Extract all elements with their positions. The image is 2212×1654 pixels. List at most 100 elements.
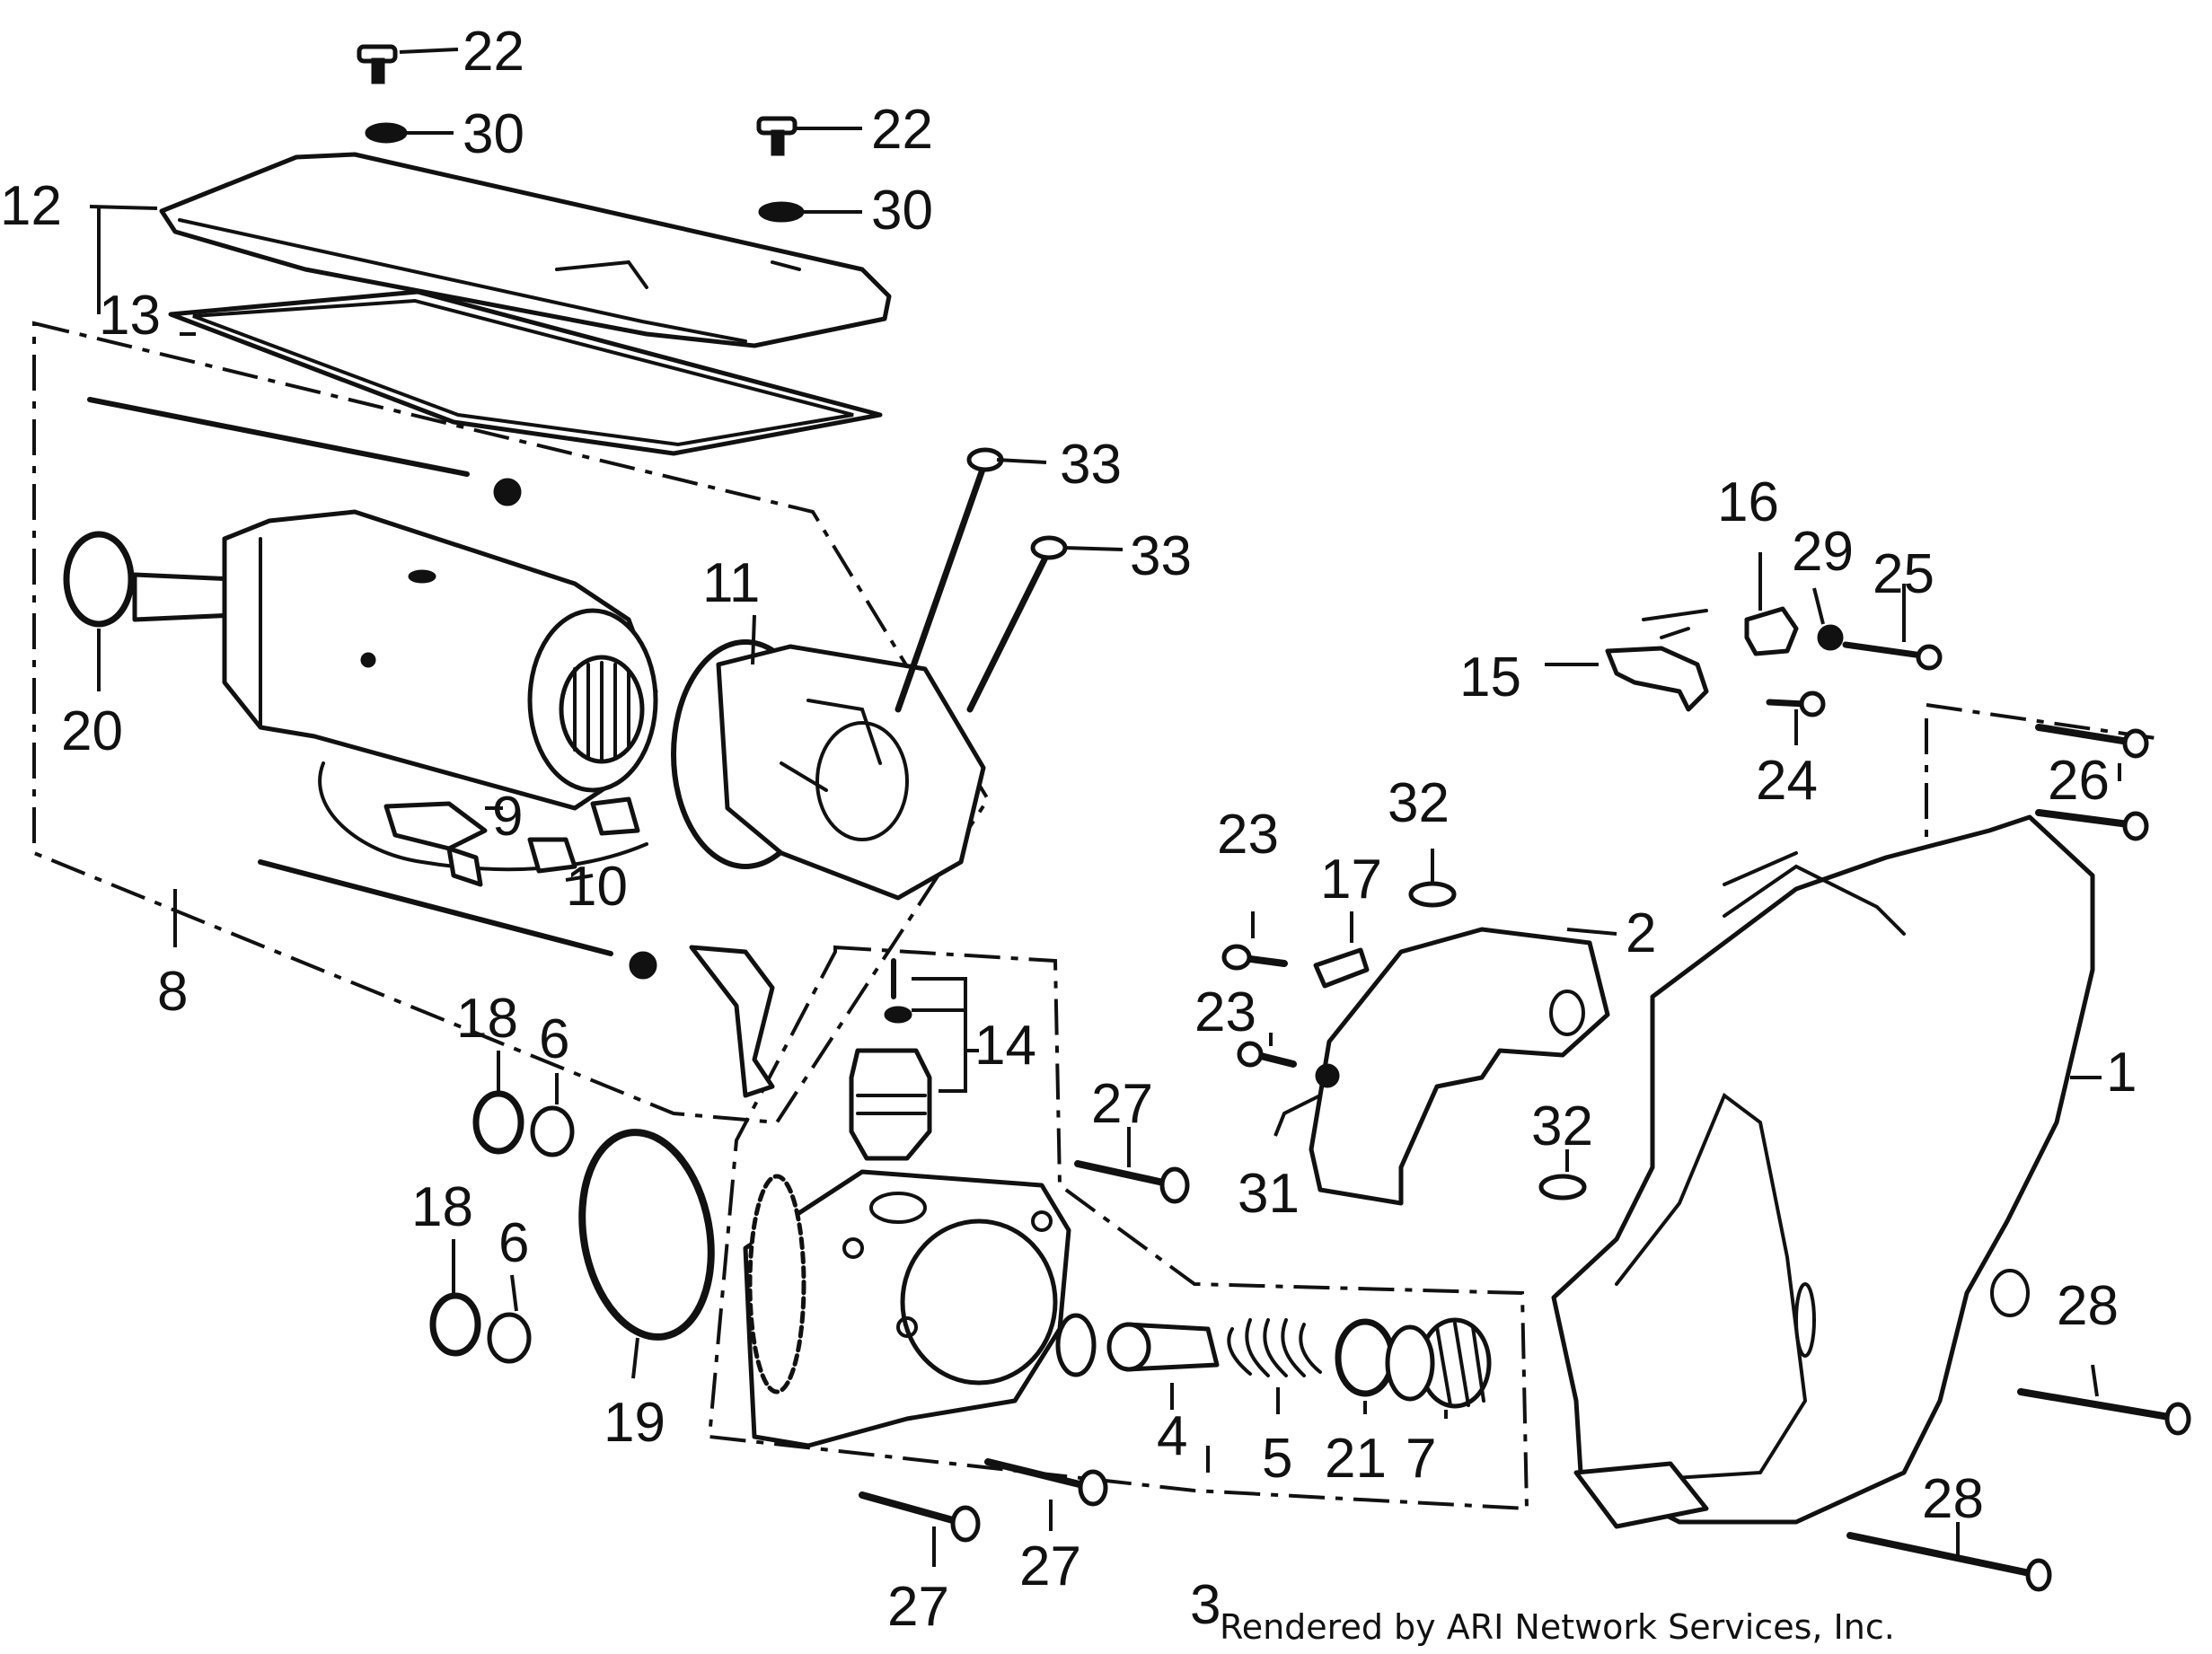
callout-23-upper: 23 (1217, 804, 1279, 866)
bolt-25-head (1916, 644, 1943, 671)
callout-19: 19 (604, 1392, 665, 1454)
part-11-housing-detail (780, 699, 882, 792)
part-3-pump-gear (747, 1174, 806, 1394)
part-1-cover-flange (1723, 851, 1906, 936)
callout-4: 4 (1157, 1405, 1187, 1467)
part-32-dowel-lower (1538, 1174, 1587, 1201)
callout-24: 24 (1756, 750, 1818, 812)
bolt-33-lower (966, 549, 1052, 713)
callout-27-lower-right: 27 (1019, 1535, 1081, 1597)
callout-2: 2 (1626, 902, 1656, 964)
callout-28-lower: 28 (1922, 1468, 1984, 1530)
callout-29: 29 (1792, 521, 1854, 583)
bolt-33-lower-head (1030, 535, 1068, 560)
callout-23-lower: 23 (1194, 981, 1256, 1043)
part-15-sensor (1605, 646, 1709, 712)
part-18-ring-lower (429, 1292, 481, 1357)
bolt-33-upper-head (966, 447, 1004, 472)
callout-33-upper: 33 (1060, 434, 1122, 496)
callout-27-upper: 27 (1091, 1073, 1153, 1135)
part-20-o-ring (63, 531, 135, 628)
part-18-ring-upper (472, 1090, 524, 1155)
bolt-27-upper-head (1159, 1166, 1190, 1204)
bolt-24-head (1799, 691, 1826, 717)
part-19-o-ring (578, 1129, 715, 1341)
callout-6-lower: 6 (498, 1212, 529, 1274)
bolt-27-upper (1074, 1160, 1171, 1187)
callout-21: 21 (1325, 1428, 1387, 1490)
bolt-23-upper-head (1221, 944, 1252, 971)
part-11-housing-bore (815, 721, 909, 841)
part-6-collar-upper (530, 1105, 575, 1157)
callout-14: 14 (974, 1015, 1036, 1077)
part-21-o-ring (1335, 1318, 1396, 1397)
part-31-washer (1315, 1063, 1340, 1088)
leader-lines (89, 48, 2121, 1567)
bolt-26-upper-head (2122, 728, 2149, 759)
callout-26: 26 (2048, 750, 2110, 812)
callout-22-left: 22 (463, 21, 524, 83)
bolt-26-upper (2035, 724, 2132, 745)
starter-shaft (132, 572, 238, 622)
bolt-nut-lower (629, 951, 657, 980)
callout-15: 15 (1459, 647, 1521, 708)
callout-13: 13 (99, 285, 161, 347)
starter-commutator-bars (573, 661, 630, 763)
callout-27-lower-left: 27 (887, 1576, 949, 1638)
bolt-23-lower-head (1237, 1041, 1264, 1068)
bolt-27-lower-right-head (1078, 1469, 1108, 1507)
part-12-cover-ridge (178, 218, 801, 343)
part-10-brush-b (590, 796, 640, 836)
callout-18-lower: 18 (411, 1176, 473, 1238)
washer-30-right (758, 201, 805, 223)
bolt-24 (1766, 699, 1809, 708)
screw-22-right (756, 116, 798, 156)
bolt-28-upper (2017, 1388, 2172, 1421)
callout-22-right: 22 (871, 99, 933, 161)
part-3-pump-bolt-a (842, 1237, 864, 1259)
starter-cable-terminal (689, 945, 775, 1098)
bolt-23-lower (1254, 1051, 1297, 1068)
bolt-26-lower (2035, 809, 2132, 828)
part-4-plunger-end (1106, 1322, 1151, 1372)
bolt-27-lower-right (984, 1458, 1090, 1490)
part-15-sensor-tab (1642, 609, 1708, 639)
part-9-brush-holder (383, 801, 488, 851)
callout-10: 10 (566, 856, 628, 918)
part-3-pump-port (900, 1219, 1058, 1386)
callout-11: 11 (702, 552, 760, 614)
part-3-pump-bolt-b (896, 1316, 918, 1338)
part-11-housing (716, 644, 986, 901)
callout-32-lower: 32 (1531, 1095, 1593, 1157)
bolt-nut-upper (493, 478, 522, 506)
callout-33-lower: 33 (1130, 525, 1192, 587)
starter-lead-wire (318, 761, 648, 872)
part-10-brush (527, 837, 577, 874)
part-1-cover-boss (1990, 1269, 2030, 1317)
part-1-cover (1551, 814, 2095, 1525)
callout-30-left: 30 (463, 103, 524, 165)
attribution-text: Rendered by ARI Network Services, Inc. (1220, 1607, 1895, 1647)
part-13-gasket (168, 289, 883, 456)
callout-25: 25 (1873, 543, 1934, 605)
part-2-bracket (1309, 927, 1610, 1206)
part-14-switch (849, 1048, 932, 1161)
bolt-33-upper (894, 463, 987, 713)
part-14-switch-thread (856, 1094, 927, 1115)
screw-22-left (357, 44, 398, 84)
group-8-outline (32, 321, 991, 1125)
bolt-28-lower (1846, 1532, 2033, 1577)
bolt-27-lower-left-head (950, 1505, 981, 1543)
part-7-plug-front (1385, 1324, 1435, 1402)
bolt-28-lower-head (2025, 1558, 2052, 1592)
callout-31: 31 (1238, 1163, 1300, 1225)
callout-32-upper: 32 (1388, 772, 1450, 834)
callout-28-upper: 28 (2057, 1275, 2119, 1337)
part-13-gasket-inner (192, 298, 854, 447)
through-bolt-lower (258, 859, 613, 956)
callout-9: 9 (492, 786, 523, 848)
starter-slot (408, 569, 436, 584)
through-bolt-upper (87, 397, 470, 477)
callout-16: 16 (1717, 471, 1779, 533)
part-3-pump-top-port (869, 1192, 927, 1224)
